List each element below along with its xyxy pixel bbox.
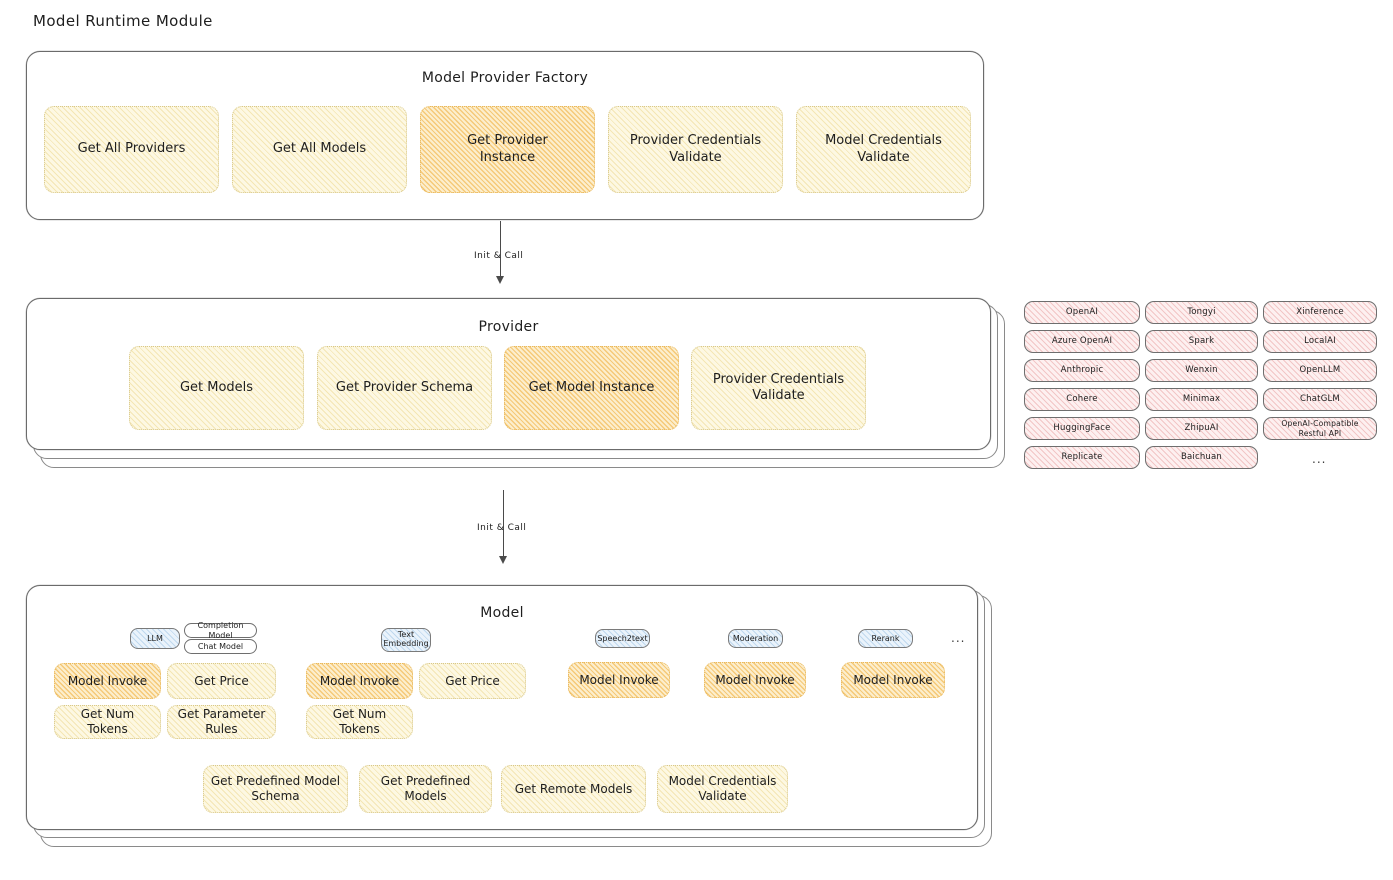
node-llm-get-price[interactable]: Get Price [167,663,276,699]
node-text-embedding-get-num-tokens[interactable]: Get Num Tokens [306,705,413,739]
provider-chip-tongyi[interactable]: Tongyi [1145,301,1258,324]
provider-chip-wenxin[interactable]: Wenxin [1145,359,1258,382]
arrow-factory-to-provider-head [496,276,504,284]
provider-chip-huggingface[interactable]: HuggingFace [1024,417,1140,440]
provider-list-ellipsis: ... [1312,452,1327,466]
model-provider-factory-title: Model Provider Factory [421,70,589,86]
arrow-factory-to-provider-line [500,221,501,278]
model-types-ellipsis: ... [951,631,966,645]
node-get-all-providers[interactable]: Get All Providers [44,106,219,193]
arrow-provider-to-model-label: Init & Call [477,523,527,533]
node-text-embedding-get-price[interactable]: Get Price [419,663,526,699]
arrow-provider-to-model-head [499,556,507,564]
model-type-text-embedding[interactable]: Text Embedding [381,628,431,652]
provider-chip-zhipuai[interactable]: ZhipuAI [1145,417,1258,440]
provider-chip-xinference[interactable]: Xinference [1263,301,1377,324]
node-model-credentials-validate-2[interactable]: Model Credentials Validate [657,765,788,813]
provider-title: Provider [478,319,539,335]
arrow-provider-to-model-line [503,490,504,558]
node-get-models[interactable]: Get Models [129,346,304,430]
node-rerank-model-invoke[interactable]: Model Invoke [841,662,945,698]
node-get-remote-models[interactable]: Get Remote Models [501,765,646,813]
node-get-predefined-model-schema[interactable]: Get Predefined Model Schema [203,765,348,813]
node-get-provider-instance[interactable]: Get Provider Instance [420,106,595,193]
provider-chip-openai[interactable]: OpenAI [1024,301,1140,324]
node-get-all-models[interactable]: Get All Models [232,106,407,193]
provider-chip-baichuan[interactable]: Baichuan [1145,446,1258,469]
provider-chip-openai-compatible-restful-api[interactable]: OpenAI-Compatible Restful API [1263,417,1377,440]
provider-chip-anthropic[interactable]: Anthropic [1024,359,1140,382]
model-type-moderation[interactable]: Moderation [728,629,783,648]
model-title: Model [480,605,524,621]
model-subtype-completion-model[interactable]: Completion Model [184,621,257,640]
provider-chip-replicate[interactable]: Replicate [1024,446,1140,469]
model-type-rerank[interactable]: Rerank [858,629,913,648]
node-get-model-instance[interactable]: Get Model Instance [504,346,679,430]
page-title: Model Runtime Module [33,12,213,30]
provider-chip-chatglm[interactable]: ChatGLM [1263,388,1377,411]
provider-chip-minimax[interactable]: Minimax [1145,388,1258,411]
model-type-speech2text[interactable]: Speech2text [595,629,650,648]
node-moderation-model-invoke[interactable]: Model Invoke [704,662,806,698]
provider-chip-localai[interactable]: LocalAI [1263,330,1377,353]
provider-chip-openllm[interactable]: OpenLLM [1263,359,1377,382]
provider-chip-spark[interactable]: Spark [1145,330,1258,353]
arrow-factory-to-provider-label: Init & Call [474,251,524,261]
node-speech2text-model-invoke[interactable]: Model Invoke [568,662,670,698]
model-subtype-chat-model[interactable]: Chat Model [184,639,257,654]
node-model-credentials-validate[interactable]: Model Credentials Validate [796,106,971,193]
node-get-predefined-models[interactable]: Get Predefined Models [359,765,492,813]
model-type-llm[interactable]: LLM [130,628,180,649]
node-llm-model-invoke[interactable]: Model Invoke [54,663,161,699]
node-provider-credentials-validate[interactable]: Provider Credentials Validate [608,106,783,193]
provider-chip-azure-openai[interactable]: Azure OpenAI [1024,330,1140,353]
node-text-embedding-model-invoke[interactable]: Model Invoke [306,663,413,699]
provider-chip-cohere[interactable]: Cohere [1024,388,1140,411]
node-llm-get-num-tokens[interactable]: Get Num Tokens [54,705,161,739]
node-provider-credentials-validate-2[interactable]: Provider Credentials Validate [691,346,866,430]
node-llm-get-parameter-rules[interactable]: Get Parameter Rules [167,705,276,739]
node-get-provider-schema[interactable]: Get Provider Schema [317,346,492,430]
